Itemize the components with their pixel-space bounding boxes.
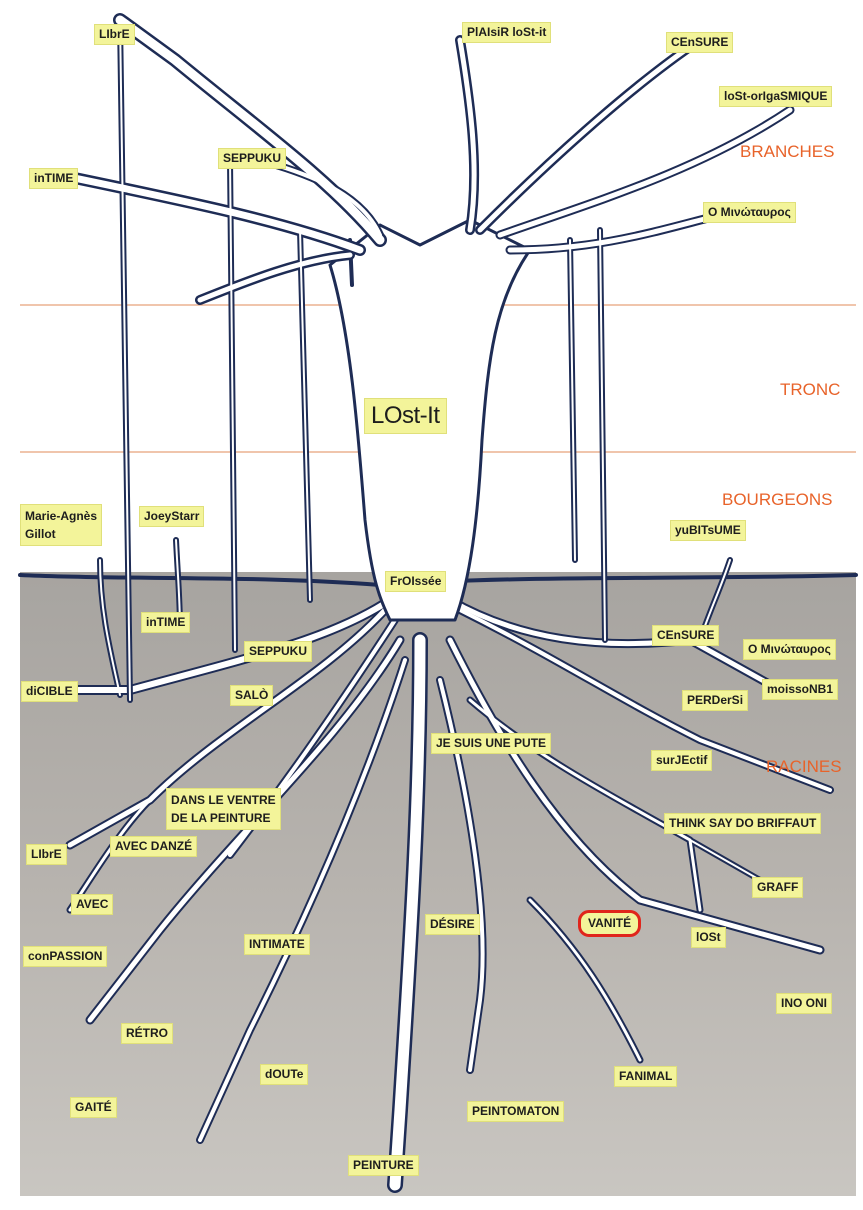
zone-label-branches: BRANCHES [740,142,834,162]
label-ventre-line1: DANS LE VENTRE [171,793,276,807]
label-censure-root: CEnSURE [652,625,719,646]
label-plaisir: PlAIsiR loSt-it [462,22,551,43]
label-minotaur-branch: Ο Μινώταυρος [703,202,796,223]
label-je-suis: JE SUIS UNE PUTE [431,733,551,754]
label-seppuku-root: SEPPUKU [244,641,312,662]
label-inooni: INO ONI [776,993,832,1014]
label-gillot-line2: Gillot [25,527,56,541]
label-intime-branch: inTIME [29,168,78,189]
label-gaite: GAITÉ [70,1097,117,1118]
label-desire: DÉSIRE [425,914,480,935]
label-fanimal: FANIMAL [614,1066,677,1087]
label-gillot-line1: Marie-Agnès [25,509,97,523]
label-think: THINK SAY DO BRIFFAUT [664,813,821,834]
label-intime-root: inTIME [141,612,190,633]
label-dicible: diCIBLE [21,681,78,702]
label-libre-branch: LIbrE [94,24,135,45]
zone-label-trunk: TRONC [780,380,840,400]
label-joeystarr: JoeyStarr [139,506,204,527]
label-avec: AVEC [71,894,113,915]
label-gillot: Marie-Agnès Gillot [20,504,102,546]
label-ventre: DANS LE VENTRE DE LA PEINTURE [166,788,281,830]
label-salo: SALÒ [230,685,273,706]
label-froissee: FrOIssée [385,571,446,592]
label-seppuku-branch: SEPPUKU [218,148,286,169]
label-peintomaton: PEINTOMATON [467,1101,564,1122]
label-vanite-selected[interactable]: VANITÉ [578,910,641,937]
label-conpassion: conPASSION [23,946,107,967]
label-retro: RÉTRO [121,1023,173,1044]
zone-label-roots: RACINES [766,757,842,777]
label-doute: dOUTe [260,1064,308,1085]
label-yubitsume: yuBITsUME [670,520,746,541]
label-orgasmique: loSt-orIgaSMIQUE [719,86,832,107]
label-lost-root: lOSt [691,927,726,948]
label-moisson: moissoNB1 [762,679,838,700]
zone-label-buds: BOURGEONS [722,490,833,510]
label-perdersi: PERDerSi [682,690,748,711]
diagram-title: LOst-It [364,398,447,434]
label-graff: GRAFF [752,877,803,898]
label-libre-root: LIbrE [26,844,67,865]
label-intimate: INTIMATE [244,934,310,955]
label-peinture: PEINTURE [348,1155,419,1176]
label-censure-branch: CEnSURE [666,32,733,53]
label-avec-danze: AVEC DANZÉ [110,836,197,857]
label-minotaur-root: Ο Μινώταυρος [743,639,836,660]
label-ventre-line2: DE LA PEINTURE [171,811,271,825]
label-surjectif: surJEctif [651,750,712,771]
